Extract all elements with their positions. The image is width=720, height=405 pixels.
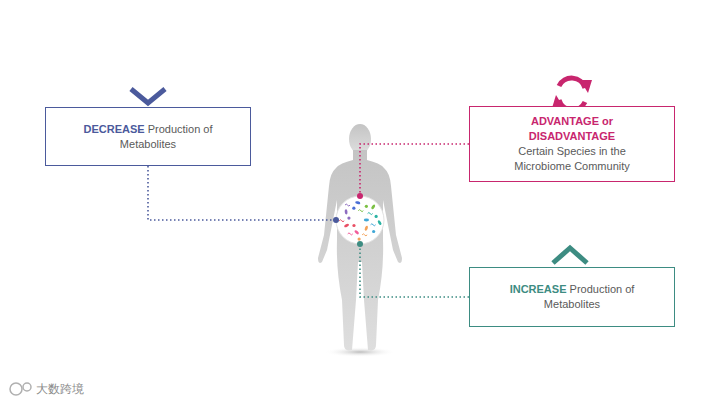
microbe xyxy=(345,204,350,206)
leader-dot xyxy=(357,193,363,199)
microbe xyxy=(352,224,355,227)
microbes xyxy=(339,201,382,241)
microbe xyxy=(358,210,363,212)
microbe xyxy=(364,219,369,222)
chevron-down xyxy=(131,89,165,103)
microbe xyxy=(347,216,350,219)
microbe xyxy=(377,220,382,226)
microbe xyxy=(375,215,378,218)
microbe xyxy=(371,204,376,210)
gut-circle xyxy=(336,196,384,244)
box-heading: DECREASE xyxy=(83,123,144,135)
microbe xyxy=(355,201,361,205)
leader-line xyxy=(360,244,469,297)
microbe xyxy=(372,230,375,233)
head xyxy=(349,124,371,154)
microbe xyxy=(368,213,373,215)
leader-line xyxy=(360,144,469,196)
microbe xyxy=(358,237,361,240)
microbe xyxy=(354,229,360,235)
watermark-logo xyxy=(10,383,31,395)
microbe xyxy=(339,220,344,222)
increase-chevron xyxy=(553,248,587,263)
watermark: 大数跨境 xyxy=(36,381,84,398)
microbe xyxy=(348,233,353,235)
decrease-chevron xyxy=(131,89,165,103)
leader-line xyxy=(148,166,336,220)
increase-box: INCREASEProduction of Metabolites xyxy=(469,267,675,327)
chevron-up xyxy=(553,248,587,263)
box-text: DECREASEProduction of Metabolites xyxy=(82,122,214,152)
microbe xyxy=(344,209,347,214)
box-body: Certain Species in the Microbiome Commun… xyxy=(492,144,652,174)
box-heading: ADVANTAGE or DISADVANTAGE xyxy=(492,114,652,144)
advantage-box: ADVANTAGE or DISADVANTAGECertain Species… xyxy=(469,106,675,182)
microbe xyxy=(344,223,350,228)
leader-dot xyxy=(333,217,339,223)
microbe xyxy=(364,225,368,231)
refresh-arrowhead xyxy=(580,80,592,93)
microbe xyxy=(352,207,355,210)
microbe xyxy=(362,234,367,236)
decrease-box: DECREASEProduction of Metabolites xyxy=(45,107,251,166)
microbiome-circle xyxy=(336,196,384,244)
microbe xyxy=(365,205,368,208)
human-silhouette xyxy=(318,124,402,350)
leader-dot xyxy=(357,241,363,247)
floor-shadow xyxy=(324,347,396,357)
box-text: ADVANTAGE or DISADVANTAGECertain Species… xyxy=(492,114,652,174)
box-text: INCREASEProduction of Metabolites xyxy=(506,282,638,312)
box-heading: INCREASE xyxy=(510,283,567,295)
logo-ring xyxy=(10,383,22,395)
refresh-arc xyxy=(559,78,585,88)
logo-ring xyxy=(23,383,31,391)
microbe xyxy=(371,224,376,226)
